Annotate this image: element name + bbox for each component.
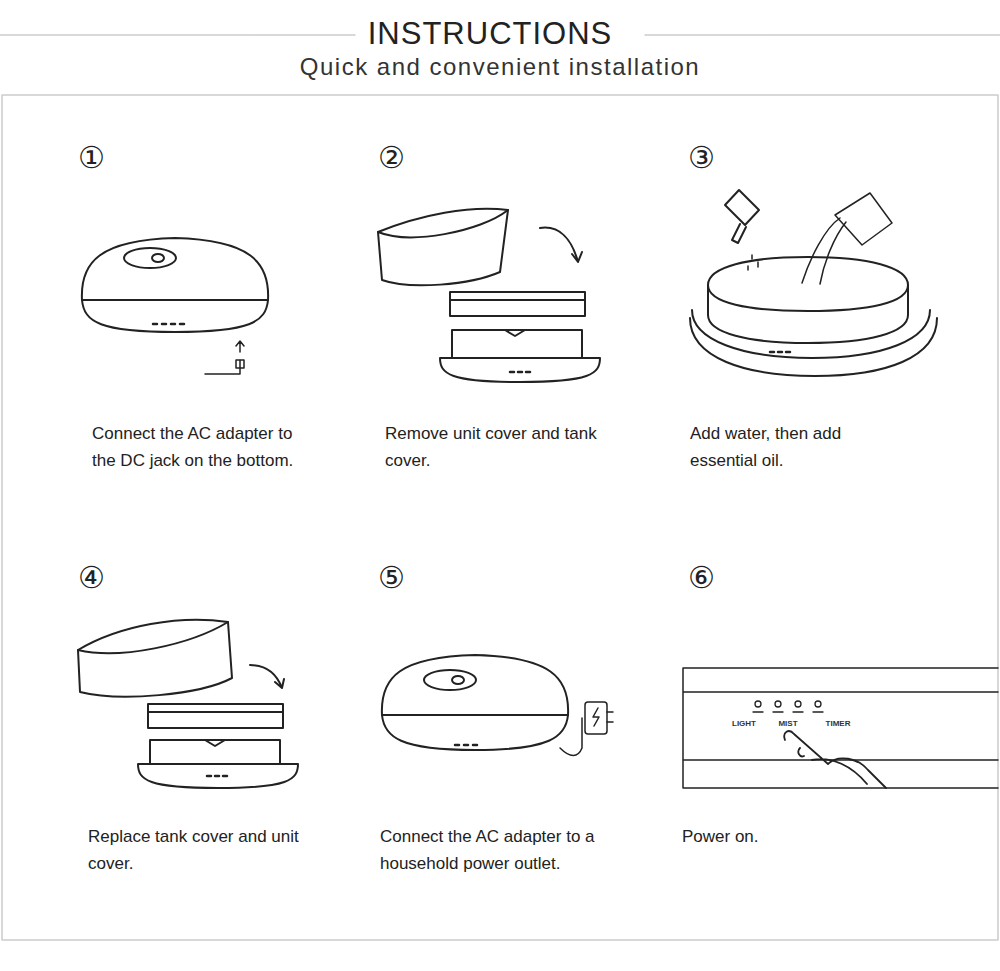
diffuser-plugged-outlet [382,655,613,756]
button-label: MIST [778,719,797,728]
step-text: Replace tank cover and unit cover. [88,823,303,877]
replace-covers [78,620,298,788]
step-number: ⑥ [688,560,715,595]
step-number: ⑤ [378,560,405,595]
page-title: INSTRUCTIONS [368,16,613,52]
add-water-oil [690,190,937,376]
step-number: ③ [688,140,715,175]
remove-covers [378,209,600,382]
step-text: Remove unit cover and tank cover. [385,420,600,474]
step-text: Connect the AC adapter to the DC jack on… [92,420,307,474]
step-number: ② [378,140,405,175]
control-panel [683,668,998,788]
subtitle: Quick and convenient installation [300,53,700,81]
button-label: TIMER [826,719,851,728]
step-number: ① [78,140,105,175]
step-text: Power on. [682,823,897,850]
diffuser-plugged-bottom [82,238,268,374]
step-text: Add water, then add essential oil. [690,420,905,474]
button-label: LIGHT [732,719,756,728]
step-text: Connect the AC adapter to a household po… [380,823,595,877]
step-number: ④ [78,560,105,595]
